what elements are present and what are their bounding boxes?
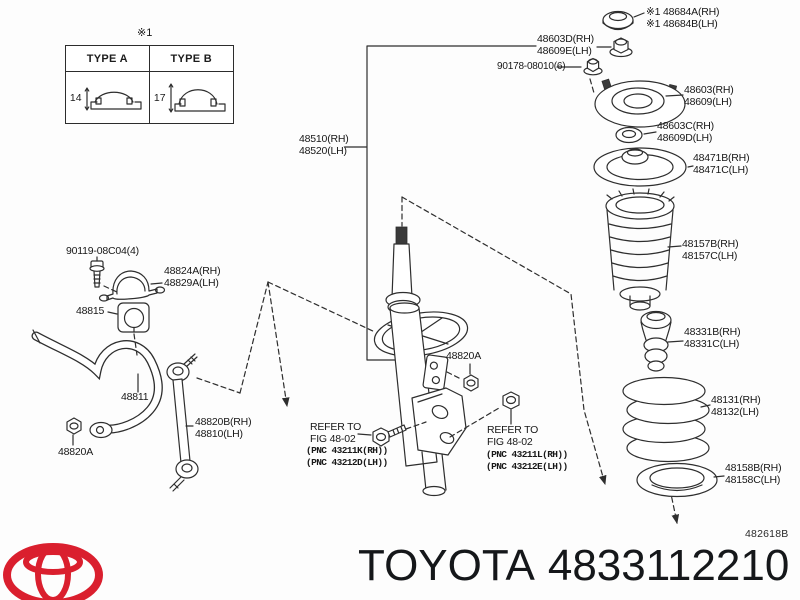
type-comparison-table: TYPE A TYPE B 14 17 <box>65 45 234 124</box>
label-bump-stop: 48331B(RH) 48331C(LH) <box>684 326 741 350</box>
label-support-nut: 48603D(RH) 48609E(LH) <box>537 33 594 57</box>
assembly-guide-lines <box>196 196 680 525</box>
bump-stop-drawing <box>640 310 684 372</box>
refer-note-left-pnc: (PNC 43211K(RH)) (PNC 43212D(LH)) <box>306 445 388 468</box>
label-stab-bolt: 90119-08C04(4) <box>66 245 139 257</box>
bushing-drawing <box>107 302 150 356</box>
cap-drawing <box>602 10 645 31</box>
dimension-value-a: 14 <box>69 91 82 104</box>
table-cell-type-b: 17 <box>150 72 234 123</box>
label-stab-link: 48820B(RH) 48810(LH) <box>195 416 252 440</box>
bearing-drawing <box>615 126 657 144</box>
label-stab-bracket: 48824A(RH) 48829A(LH) <box>164 265 221 289</box>
refer-note-right-title: REFER TO FIG 48-02 <box>487 424 539 448</box>
label-stab-bushing: 48815 <box>76 305 105 317</box>
table-header-type-b: TYPE B <box>149 46 233 72</box>
stabilizer-bar-drawing <box>31 329 163 439</box>
label-lower-insulator: 48158B(RH) 48158C(LH) <box>725 462 782 486</box>
label-upper-seat: 48471B(RH) 48471C(LH) <box>693 152 750 176</box>
profile-sketch-a <box>84 86 142 111</box>
table-footnote-mark: ※1 <box>137 27 153 39</box>
upper-seat-drawing <box>593 147 694 187</box>
label-strut-mount: 48603(RH) 48609(LH) <box>684 84 734 108</box>
table-header-type-a: TYPE A <box>66 46 150 72</box>
label-bearing: 48603C(RH) 48609D(LH) <box>657 120 714 144</box>
support-nut-drawing <box>596 37 633 58</box>
lower-insulator-drawing <box>636 462 725 498</box>
label-coil-spring: 48131(RH) 48132(LH) <box>711 394 761 418</box>
label-rod-nut: 90178-08010(6) <box>497 61 566 72</box>
dimension-value-b: 17 <box>153 91 166 104</box>
label-strut: 48510(RH) 48520(LH) <box>299 133 349 157</box>
dust-boot-drawing <box>605 188 682 311</box>
brand-name: TOYOTA <box>358 541 535 590</box>
rod-nut-drawing <box>556 57 603 94</box>
refer-right-nut-drawing <box>449 391 520 438</box>
footer-title: TOYOTA 4833112210 <box>358 541 789 591</box>
profile-sketch-b <box>168 82 226 113</box>
label-dust-boot: 48157B(RH) 48157C(LH) <box>682 238 739 262</box>
strut-ref-bracket <box>344 45 537 361</box>
label-stab-bar: 48811 <box>121 391 149 403</box>
coil-spring-drawing <box>622 376 711 463</box>
strut-drawing <box>373 226 469 497</box>
stab-bolt-drawing <box>89 256 120 294</box>
toyota-logo <box>3 543 103 600</box>
label-cap: ※1 48684A(RH) ※1 48684B(LH) <box>646 6 720 30</box>
label-stab-nut-center: 48820A <box>446 350 482 362</box>
stab-link-drawing <box>166 353 199 492</box>
table-cell-type-a: 14 <box>66 72 150 123</box>
refer-note-right-pnc: (PNC 43211L(RH)) (PNC 43212E(LH)) <box>486 449 568 472</box>
stab-bracket-drawing <box>98 270 166 302</box>
strut-mount-drawing <box>594 78 686 128</box>
refer-note-left-title: REFER TO FIG 48-02 <box>310 421 362 445</box>
part-number: 4833112210 <box>547 541 790 590</box>
stab-nut-center-drawing <box>446 363 479 392</box>
stab-nut-left-drawing <box>66 417 82 446</box>
refer-left-bolt-drawing <box>357 421 427 447</box>
diagram-code: 482618B <box>745 528 789 540</box>
label-stab-nut-left: 48820A <box>58 446 94 458</box>
